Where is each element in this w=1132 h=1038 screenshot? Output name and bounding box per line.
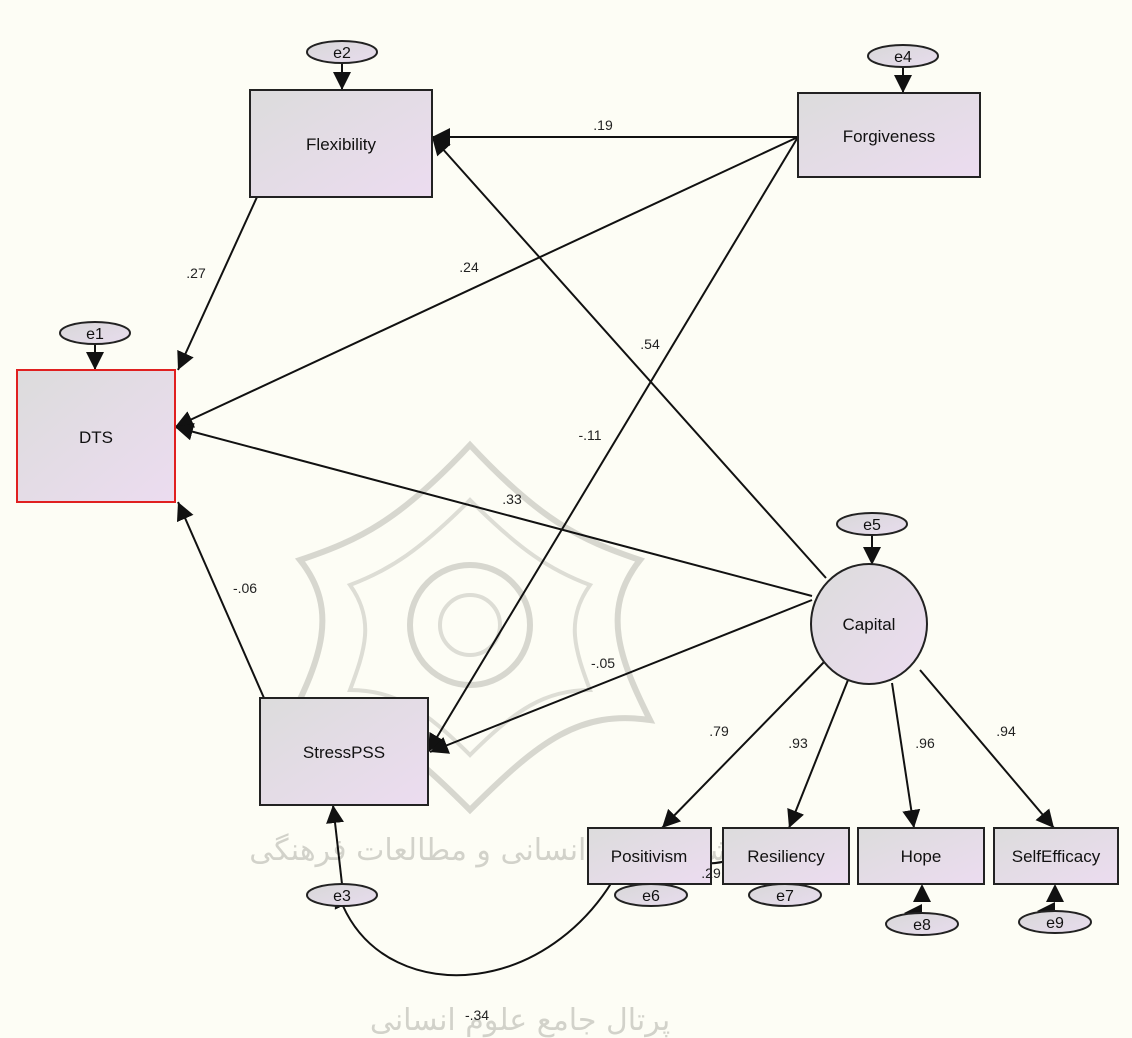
dts-label: DTS <box>79 428 113 447</box>
coef-capital-resiliency: .93 <box>788 735 808 751</box>
path-capital-hope <box>891 682 921 829</box>
e6-label: e6 <box>642 888 660 905</box>
node-stresspss[interactable]: StressPSS <box>259 697 429 806</box>
path-capital-positivism <box>661 659 827 829</box>
coefficients: .19 .27 .24 .54 -.11 .33 -.06 -.05 .79 .… <box>186 117 1016 1023</box>
selfefficacy-label: SelfEfficacy <box>1012 847 1101 866</box>
coef-capital-flexibility: .54 <box>640 336 660 352</box>
e4-label: e4 <box>894 49 912 66</box>
coef-capital-hope: .96 <box>915 735 935 751</box>
coef-stress-dts: -.06 <box>233 580 257 596</box>
e9-label: e9 <box>1046 915 1064 932</box>
coef-e3-e6: -.34 <box>465 1007 489 1023</box>
coef-capital-stress: -.05 <box>591 655 615 671</box>
error-e8[interactable]: e8 <box>885 912 959 936</box>
e7-label: e7 <box>776 888 794 905</box>
error-e9[interactable]: e9 <box>1018 910 1092 934</box>
node-hope[interactable]: Hope <box>857 827 985 885</box>
path-capital-stress <box>429 599 813 754</box>
e1-label: e1 <box>86 326 104 343</box>
e8-label: e8 <box>913 917 931 934</box>
covariance-e3-e6 <box>334 853 628 977</box>
forgiveness-label: Forgiveness <box>843 127 936 146</box>
hope-label: Hope <box>901 847 942 866</box>
stresspss-label: StressPSS <box>303 743 385 762</box>
path-capital-resiliency <box>787 679 849 829</box>
watermark-text-2: پرتال جامع علوم انسانی <box>370 1003 670 1038</box>
e3-label: e3 <box>333 888 351 905</box>
coef-flexibility-dts: .27 <box>186 265 206 281</box>
path-capital-selfefficacy <box>919 669 1055 829</box>
node-flexibility[interactable]: Flexibility <box>249 89 433 198</box>
capital-label: Capital <box>843 615 896 634</box>
node-resiliency[interactable]: Resiliency <box>722 827 850 885</box>
resiliency-label: Resiliency <box>747 847 825 866</box>
path-stress-dts <box>176 501 265 699</box>
path-forgiveness-stress <box>427 136 799 753</box>
error-e4[interactable]: e4 <box>867 44 939 68</box>
coef-e6-e7: .29 <box>701 865 721 881</box>
coef-capital-dts: .33 <box>502 491 522 507</box>
node-dts[interactable]: DTS <box>16 369 176 503</box>
path-capital-flexibility <box>431 136 827 579</box>
coef-forgiveness-dts: .24 <box>459 259 479 275</box>
path-capital-dts <box>174 422 813 597</box>
path-flexibility-dts <box>177 196 258 371</box>
error-e2[interactable]: e2 <box>306 40 378 64</box>
error-e7[interactable]: e7 <box>748 883 822 907</box>
error-e3[interactable]: e3 <box>306 883 378 907</box>
node-positivism[interactable]: Positivism <box>587 827 712 885</box>
e5-label: e5 <box>863 517 881 534</box>
paths <box>86 62 1055 977</box>
error-e6[interactable]: e6 <box>614 883 688 907</box>
flexibility-label: Flexibility <box>306 135 376 154</box>
coef-forgiveness-stress: -.11 <box>578 427 601 443</box>
positivism-label: Positivism <box>611 847 688 866</box>
coef-capital-positivism: .79 <box>709 723 729 739</box>
node-selfefficacy[interactable]: SelfEfficacy <box>993 827 1119 885</box>
coef-capital-selfefficacy: .94 <box>996 723 1016 739</box>
coef-forgiveness-flexibility: .19 <box>593 117 613 133</box>
error-e5[interactable]: e5 <box>836 512 908 536</box>
e2-label: e2 <box>333 45 351 62</box>
node-capital[interactable]: Capital <box>810 563 928 685</box>
node-forgiveness[interactable]: Forgiveness <box>797 92 981 178</box>
path-forgiveness-dts <box>174 136 799 428</box>
error-e1[interactable]: e1 <box>59 321 131 345</box>
